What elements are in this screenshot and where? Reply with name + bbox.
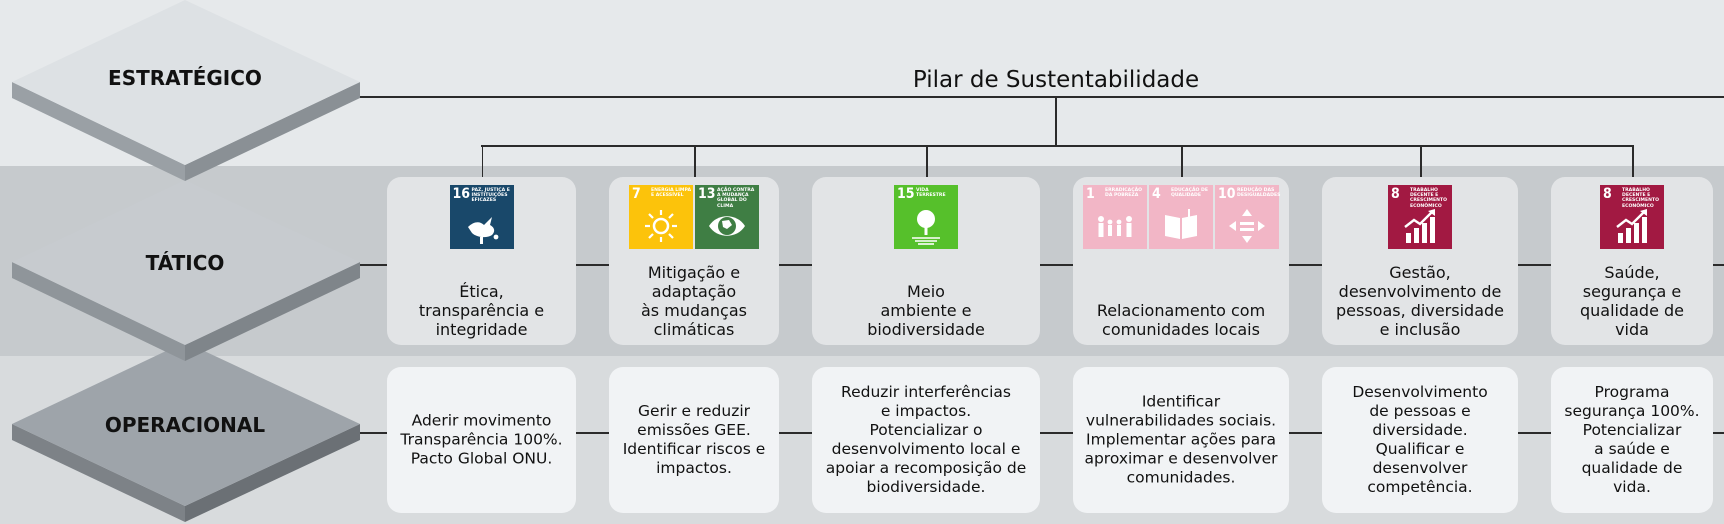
pillar-drop-line <box>1632 145 1634 177</box>
operational-card: Identificar vulnerabilidades sociais. Im… <box>1073 367 1289 513</box>
sdg-label: Redução das desigualdades <box>1237 188 1281 199</box>
operational-card-text: Aderir movimento Transparência 100%. Pac… <box>400 411 563 468</box>
tactical-card-text: Meio ambiente e biodiversidade <box>867 282 985 339</box>
strategic-horizontal-line <box>360 96 1724 98</box>
tactical-card-text: Gestão, desenvolvimento de pessoas, dive… <box>1335 263 1504 339</box>
sdg-tile: 16Paz, justiça e instituições eficazes <box>449 185 514 249</box>
operational-card-text: Reduzir interferências e impactos. Poten… <box>825 383 1027 496</box>
sdg-number: 10 <box>1218 186 1236 202</box>
tactical-tile-side-left <box>12 262 185 361</box>
sdg-tile: 1 Erradicação da pobreza <box>1083 185 1147 249</box>
title-stem-line <box>1055 96 1057 145</box>
operational-card-text: Programa segurança 100%. Potencializar a… <box>1564 383 1700 496</box>
sdg-label: Erradicação da pobreza <box>1105 188 1143 199</box>
tactical-card: 8 Trabalho decente e crescimento econômic… <box>1322 177 1518 345</box>
tactical-card: 7 Energia limpa e acessível 13Ação contra … <box>609 177 779 345</box>
pillar-drop-line <box>1420 145 1422 177</box>
tactical-tile-side-right <box>185 262 360 361</box>
operational-card: Programa segurança 100%. Potencializar a… <box>1551 367 1713 513</box>
pillar-drop-line <box>481 145 483 177</box>
pillar-drop-line <box>694 145 696 177</box>
tactical-horizontal-line <box>360 264 1724 266</box>
operational-tile-side-right <box>185 424 360 522</box>
sdg-tile: 13Ação contra a mudança global do clima <box>695 185 759 249</box>
operational-card-text: Gerir e reduzir emissões GEE. Identifica… <box>622 402 766 477</box>
sdg-number: 15 <box>897 186 915 202</box>
sdg-tile: 8 Trabalho decente e crescimento econômic… <box>1388 185 1452 249</box>
sdg-number: 1 <box>1086 186 1095 202</box>
operational-card: Desenvolvimento de pessoas e diversidade… <box>1322 367 1518 513</box>
strategic-tile-side-left <box>12 82 185 181</box>
pillar-drop-line <box>1181 145 1183 177</box>
sdg-label: Energia limpa e acessível <box>651 188 691 199</box>
sdg-number: 4 <box>1152 186 1161 202</box>
pillar-branch-line <box>481 145 1632 147</box>
tactical-card-text: Saúde, segurança e qualidade de vida <box>1579 263 1685 339</box>
sdg-tile: 15Vida terrestre <box>894 185 958 249</box>
strategic-label: ESTRATÉGICO <box>108 66 262 90</box>
operational-card-text: Desenvolvimento de pessoas e diversidade… <box>1352 383 1488 496</box>
tactical-tile-top <box>12 180 360 345</box>
sdg-number: 7 <box>632 186 641 202</box>
tactical-card: 1 Erradicação da pobreza 4 Educação de qual… <box>1073 177 1289 345</box>
sdg-tile: 7 Energia limpa e acessível <box>629 185 693 249</box>
strategic-tile-top <box>12 0 360 165</box>
sdg-label: Paz, justiça e instituições eficazes <box>471 188 510 204</box>
sdg-label: Trabalho decente e crescimento econômico <box>1622 188 1660 209</box>
sdg-label: Educação de qualidade <box>1171 188 1208 199</box>
strategic-tile-side-right <box>185 82 360 181</box>
tactical-card-text: Mitigação e adaptação às mudanças climát… <box>641 263 747 339</box>
pillar-drop-line <box>926 145 928 177</box>
operational-card: Aderir movimento Transparência 100%. Pac… <box>387 367 576 513</box>
sdg-label: Trabalho decente e crescimento econômico <box>1410 188 1448 209</box>
tactical-card-text: Relacionamento com comunidades locais <box>1096 301 1266 339</box>
sdg-tile: 4 Educação de qualidade <box>1149 185 1213 249</box>
operational-label: OPERACIONAL <box>104 413 266 437</box>
tactical-card: 16Paz, justiça e instituições eficazesÉt… <box>387 177 576 345</box>
tactical-card: 8 Trabalho decente e crescimento econômic… <box>1551 177 1713 345</box>
operational-tile-top <box>12 342 360 506</box>
tactical-card-text: Ética, transparência e integridade <box>418 282 545 339</box>
tactical-label: TÁTICO <box>145 251 225 275</box>
sdg-tile: 8 Trabalho decente e crescimento econômic… <box>1600 185 1664 249</box>
sdg-number: 8 <box>1391 186 1400 202</box>
operational-card: Gerir e reduzir emissões GEE. Identifica… <box>609 367 779 513</box>
sdg-number: 16 <box>452 186 471 202</box>
operational-horizontal-line <box>360 432 1724 434</box>
level-tiles <box>12 0 360 522</box>
sdg-label: Vida terrestre <box>916 188 946 199</box>
operational-card-text: Identificar vulnerabilidades sociais. Im… <box>1084 392 1278 487</box>
operational-tile-side-left <box>12 424 185 522</box>
tactical-card: 15Vida terrestreMeio ambiente e biodiver… <box>812 177 1040 345</box>
pillar-title: Pilar de Sustentabilidade <box>912 67 1200 93</box>
sdg-tile: 10Redução das desigualdades <box>1215 185 1281 249</box>
sdg-number: 13 <box>698 186 716 202</box>
sdg-number: 8 <box>1603 186 1612 202</box>
sdg-label: Ação contra a mudança global do clima <box>717 188 755 209</box>
operational-card: Reduzir interferências e impactos. Poten… <box>812 367 1040 513</box>
